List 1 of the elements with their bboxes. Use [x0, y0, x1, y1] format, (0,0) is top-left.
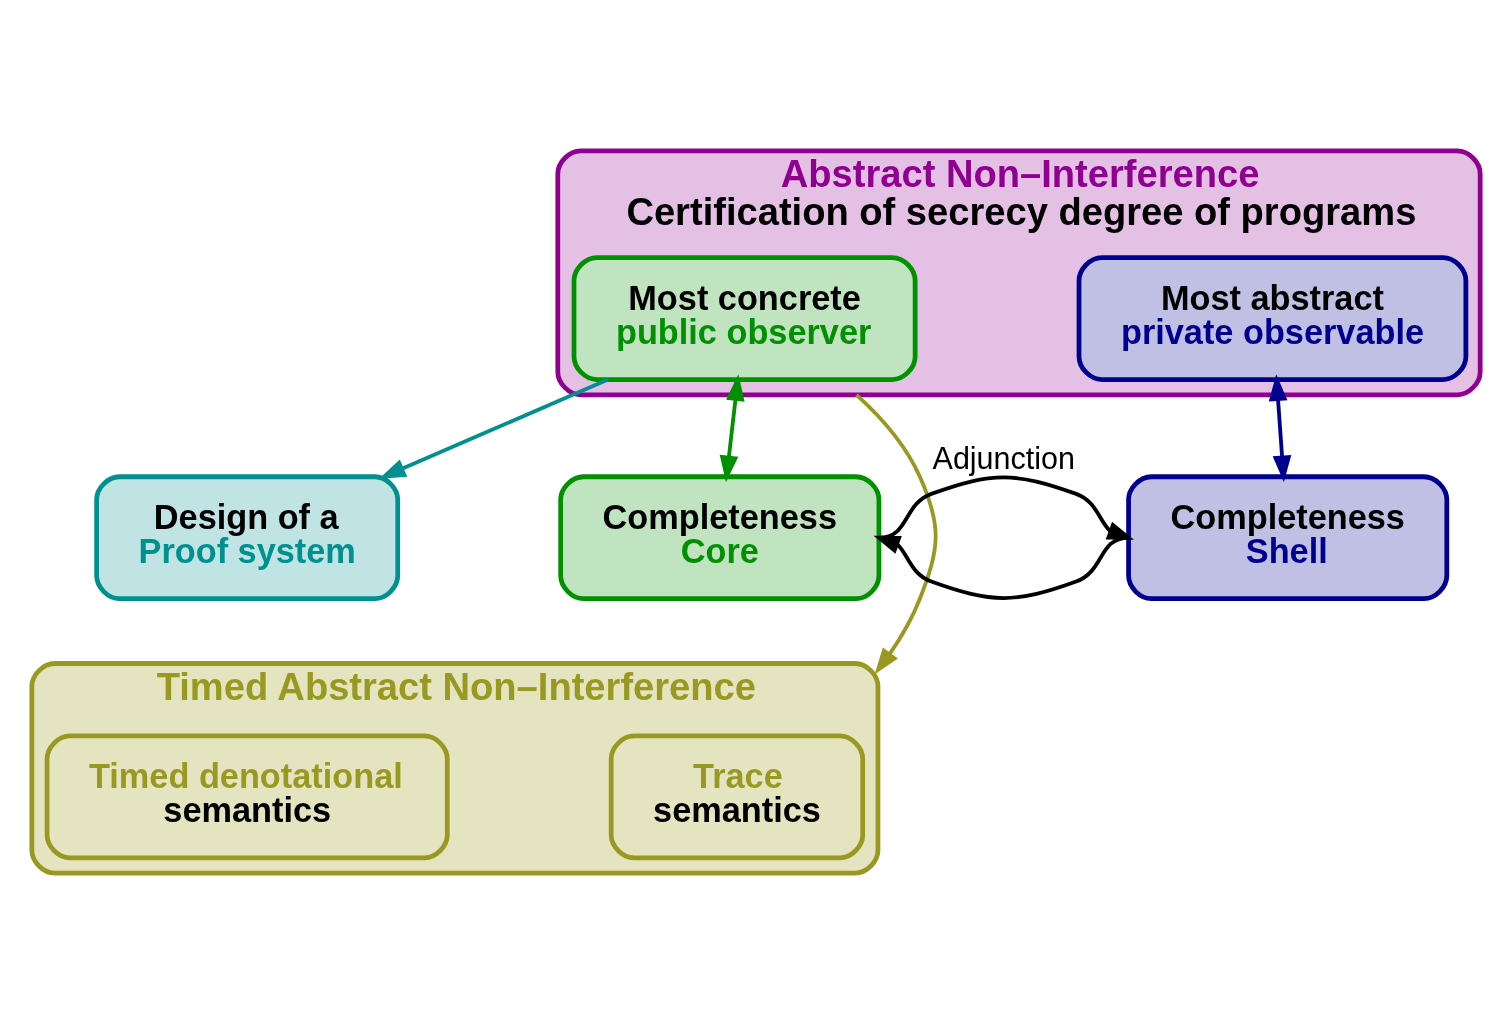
edge-label: Adjunction: [932, 440, 1075, 475]
